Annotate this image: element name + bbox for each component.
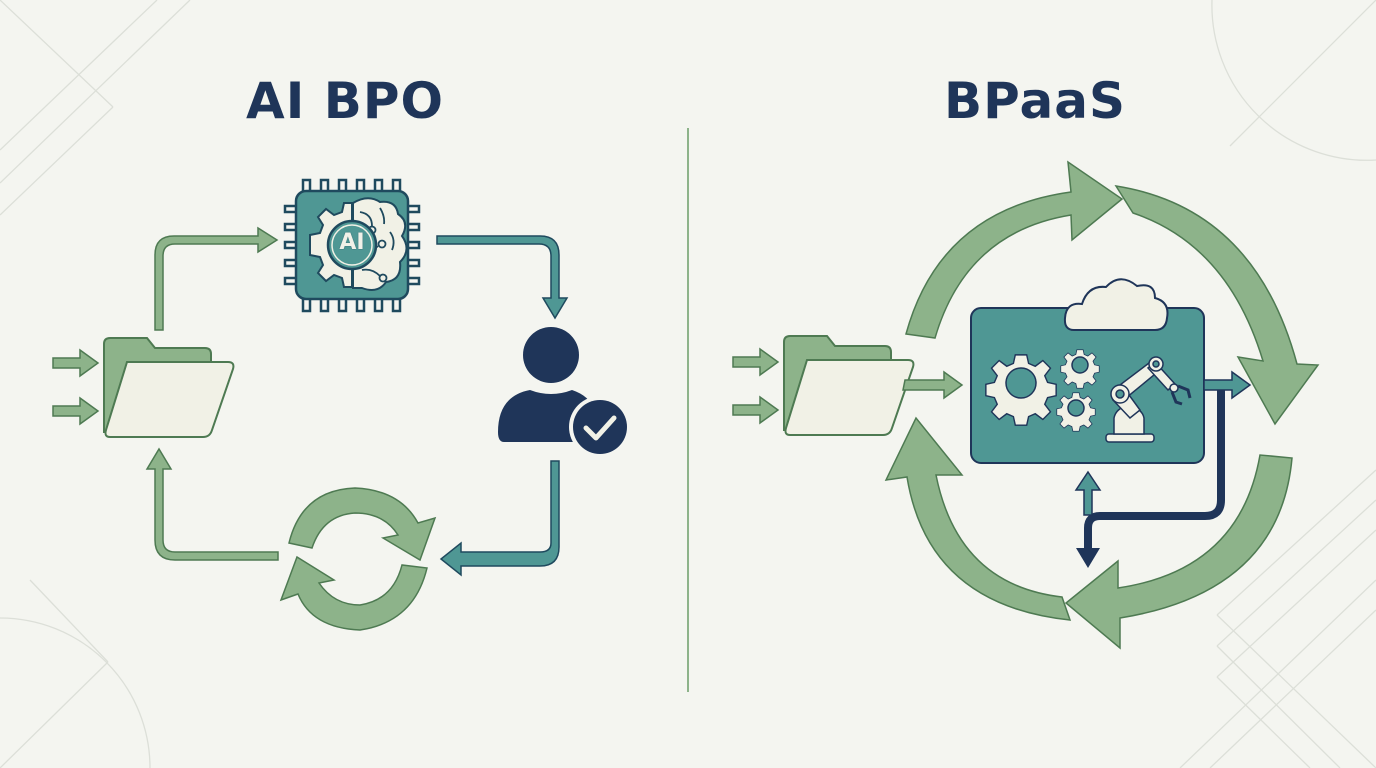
navy-connector bbox=[1084, 390, 1225, 550]
cloud-icon bbox=[1063, 278, 1169, 331]
folder-icon bbox=[103, 337, 235, 438]
ai-chip-label: AI bbox=[339, 230, 365, 255]
incoming-arrows-left bbox=[52, 348, 100, 426]
folder-icon-right bbox=[783, 335, 915, 436]
arrow-folder-to-platform bbox=[902, 370, 964, 400]
title-bpaas: BPaaS bbox=[944, 72, 1126, 130]
arrow-platform-output bbox=[1203, 370, 1252, 400]
user-check-icon bbox=[498, 327, 631, 458]
arrow-folder-to-ai bbox=[154, 226, 279, 331]
arrow-reviewer-to-loop bbox=[439, 460, 560, 577]
robot-arm-icon bbox=[1105, 356, 1192, 443]
bidirectional-arrow bbox=[1074, 470, 1102, 516]
circular-arrows-icon bbox=[884, 160, 1320, 650]
arrow-loop-to-folder bbox=[145, 447, 279, 561]
ai-chip-icon bbox=[283, 178, 421, 313]
cloud-platform-icon bbox=[970, 278, 1205, 464]
arrow-ai-to-reviewer bbox=[436, 235, 569, 320]
incoming-arrows-right bbox=[732, 347, 780, 425]
down-arrow-head bbox=[1076, 548, 1100, 568]
refresh-cycle-icon bbox=[279, 487, 437, 631]
gears-icon bbox=[985, 349, 1100, 432]
title-ai-bpo: AI BPO bbox=[246, 72, 444, 130]
